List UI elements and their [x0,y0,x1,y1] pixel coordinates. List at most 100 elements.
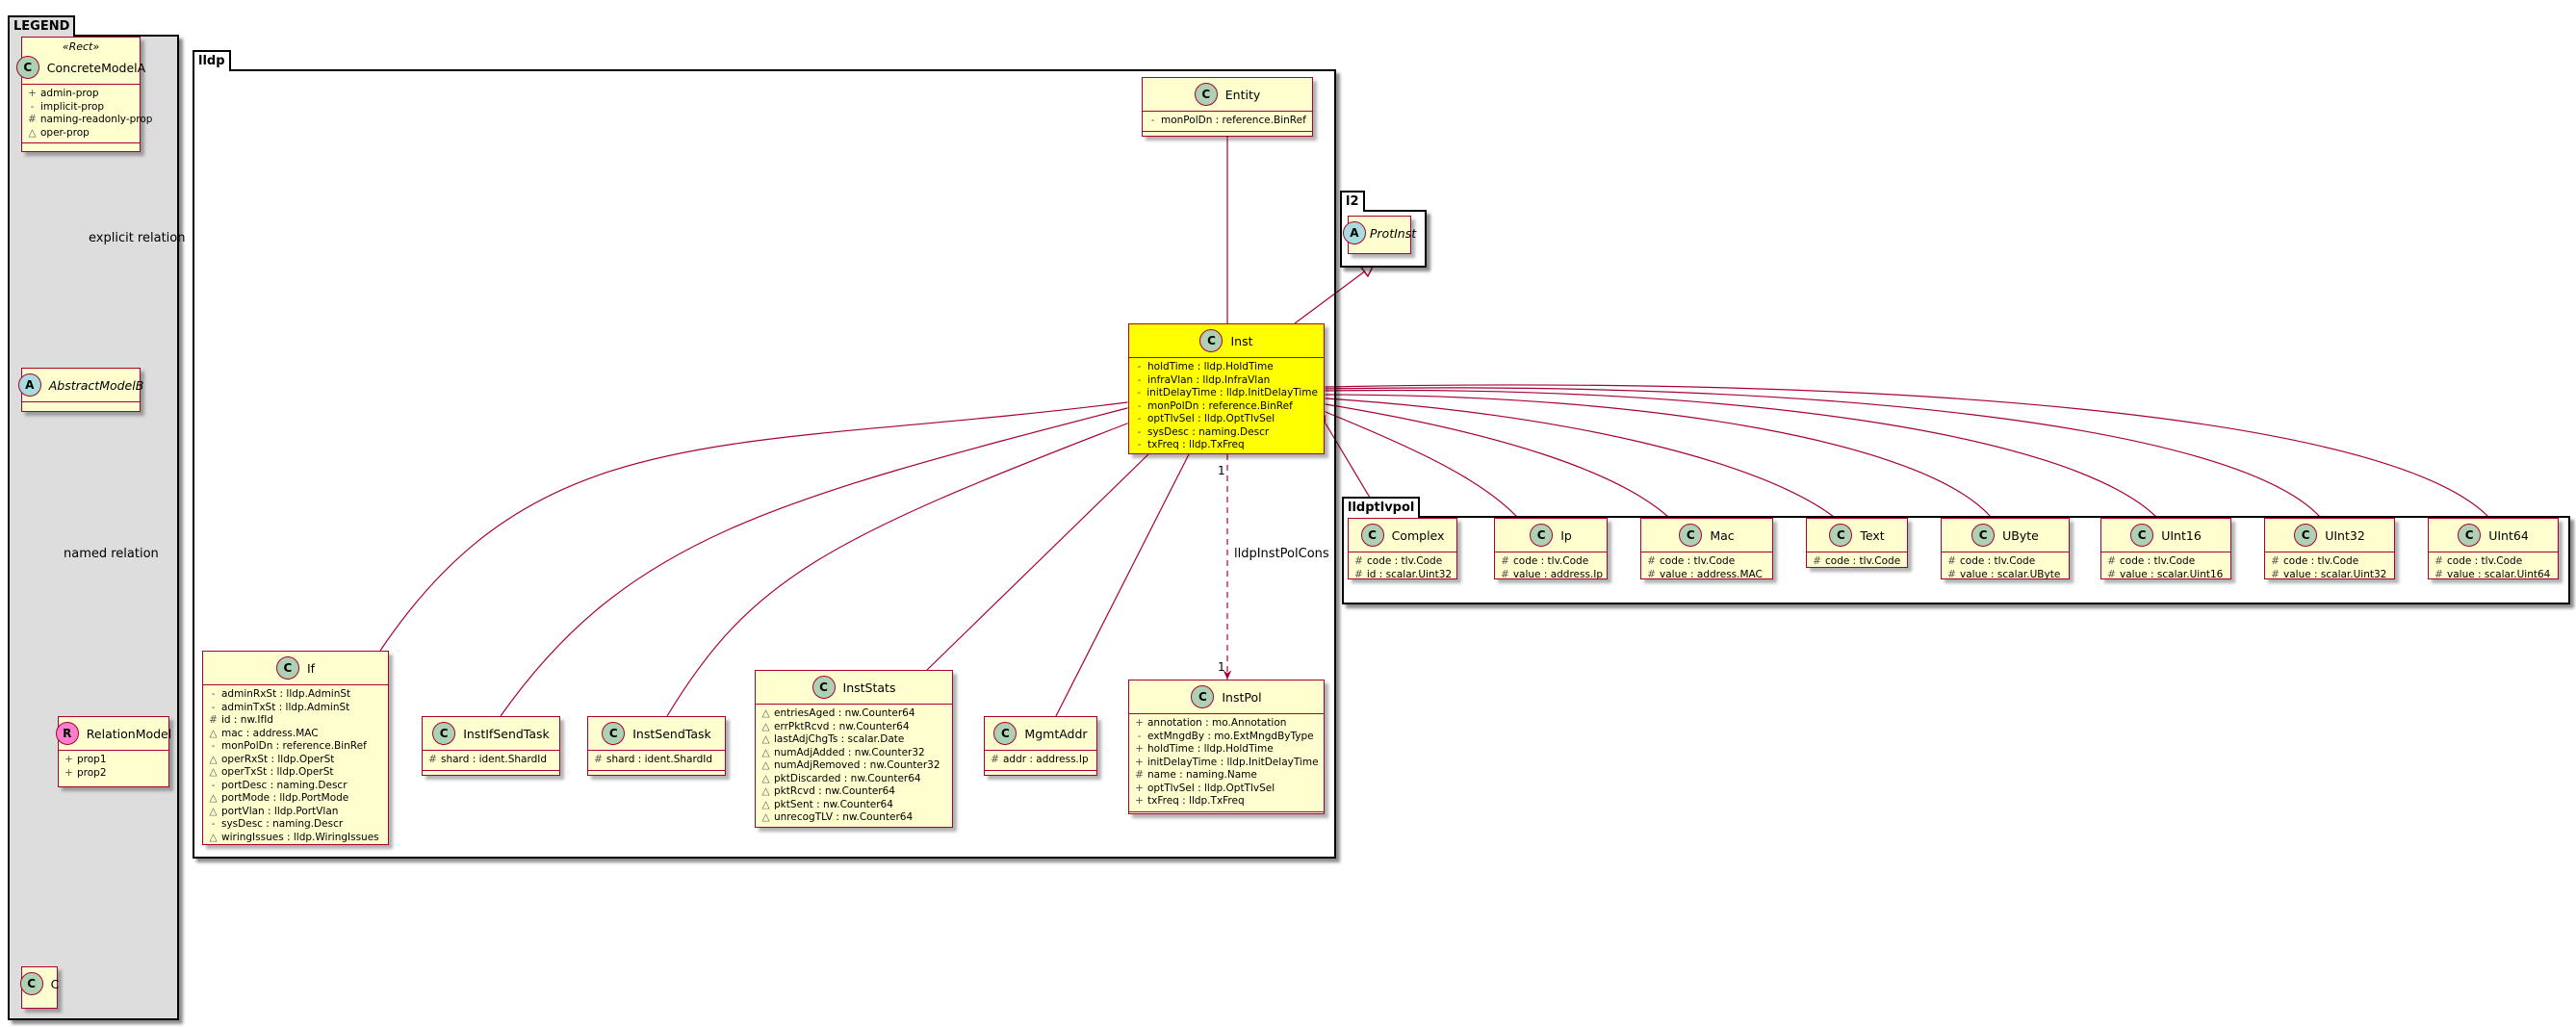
class-attrs: #code : tlv.Code #id : scalar.Uint32 [1349,552,1456,584]
class-mgmtaddr[interactable]: C MgmtAddr #addr : address.Ip [984,716,1097,776]
class-inststats[interactable]: C InstStats △entriesAged : nw.Counter64 … [755,670,953,828]
class-c-icon: C [2294,524,2318,547]
class-name: InstPol [1222,689,1262,705]
relation-mult-src: 1 [1218,464,1225,477]
inst-inststats-link [926,444,1159,671]
inst-mac-link [1311,398,1669,518]
class-inst[interactable]: C Inst -holdTime : lldp.HoldTime -infraV… [1128,323,1325,454]
legend-package: LEGEND [8,15,179,1020]
class-attrs: -monPolDn : reference.BinRef [1143,111,1312,131]
class-abstractmodelb[interactable]: A AbstractModelB [17,368,144,412]
relation-label: lldpInstPolCons [1234,547,1329,561]
class-c-icon: C [1199,329,1224,352]
class-c-icon: C [2130,524,2154,547]
class-attrs: #shard : ident.ShardId [588,750,725,770]
class-instpol[interactable]: C InstPol +annotation : mo.Annotation -e… [1128,680,1325,814]
lldp-package: lldp [193,50,1336,859]
class-name: UInt16 [2161,527,2202,543]
class-name: MgmtAddr [1024,726,1088,741]
class-c-icon: C [15,56,39,79]
class-attrs: +admin-prop -implicit-prop #naming-reado… [22,84,152,142]
class-name: UByte [2002,527,2039,543]
class-c-icon: C [1530,524,1554,547]
inst-instifsendtask-link [500,402,1142,717]
class-c-icon: C [275,656,299,680]
class-attrs: #code : tlv.Code #value : address.Ip [1495,552,1607,584]
class-c-icon: C [1971,524,1996,547]
class-instsendtask[interactable]: C InstSendTask #shard : ident.ShardId [587,716,726,776]
inst-mgmtaddr-link [1055,441,1197,717]
l2-package-title: l2 [1340,191,1365,212]
class-attrs: #addr : address.Ip [985,750,1096,770]
class-a-icon: A [17,373,41,397]
class-name: InstIfSendTask [463,726,550,741]
lldptlvpol-package: lldptlvpol [1342,497,2570,604]
inst-uint32-link [1311,384,2321,518]
class-c-icon: C [1679,524,1703,547]
class-c-icon: C [1191,685,1215,708]
class-attrs: #code : tlv.Code [1807,552,1907,572]
lldptlvpol-package-title: lldptlvpol [1342,497,1421,518]
class-name: ConcreteModelA [46,60,146,75]
class-attrs: #code : tlv.Code #value : scalar.Uint16 [2101,552,2230,584]
inst-ubyte-link [1311,390,1992,518]
class-c-icon: C [432,722,456,745]
class-name: Text [1860,527,1885,543]
class-attrs: -adminRxSt : lldp.AdminSt -adminTxSt : l… [203,684,388,847]
class-name: InstStats [842,680,896,695]
class-name: UInt32 [2325,527,2365,543]
class-name: ProtInst [1369,225,1417,241]
class-c-icon: C [19,972,43,995]
class-attrs: #code : tlv.Code #value : address.MAC [1641,552,1772,584]
class-attrs: △entriesAged : nw.Counter64 △errPktRcvd … [756,704,952,828]
class-name: If [306,660,316,676]
explicit-relation-label: explicit relation [89,231,186,245]
class-name: RelationModel [86,726,172,741]
class-c-icon: C [1829,524,1853,547]
class-name: InstSendTask [632,726,711,741]
class-attrs: #code : tlv.Code #value : scalar.UByte [1942,552,2069,584]
class-concretemodela[interactable]: «Rect» C ConcreteModelA +admin-prop -imp… [15,37,152,152]
class-attrs: +annotation : mo.Annotation -extMngdBy :… [1129,713,1324,811]
class-relationmodel[interactable]: R RelationModel +prop1 +prop2 [55,716,172,787]
class-c-icon: C [1194,83,1218,106]
class-attrs: #code : tlv.Code #value : scalar.Uint64 [2429,552,2558,584]
lldp-package-title: lldp [193,50,231,71]
named-relation-label: named relation [64,547,159,561]
class-name: Mac [1710,527,1735,543]
legend-package-title: LEGEND [8,15,76,37]
class-name: Entity [1224,87,1261,102]
class-attrs: -holdTime : lldp.HoldTime -infraVlan : l… [1129,357,1324,455]
stereotype-label: «Rect» [62,40,100,53]
class-name: AbstractModelB [48,377,144,393]
class-c-icon: C [993,722,1018,745]
inst-uint16-link [1311,386,2157,518]
inst-uint64-link [1311,382,2489,518]
class-instifsendtask[interactable]: C InstIfSendTask #shard : ident.ShardId [422,716,560,776]
class-name: Complex [1391,527,1445,543]
class-c[interactable]: C C [19,966,60,1009]
class-c-icon: C [1360,524,1384,547]
class-c-icon: C [2458,524,2482,547]
class-r-icon: R [55,722,79,745]
class-if[interactable]: C If -adminRxSt : lldp.AdminSt -adminTxS… [202,651,389,845]
class-c-icon: C [602,722,626,745]
class-attrs: #shard : ident.ShardId [423,750,559,770]
class-attrs: +prop1 +prop2 [59,750,168,783]
class-entity[interactable]: C Entity -monPolDn : reference.BinRef [1142,77,1313,137]
class-name: C [50,976,60,991]
class-a-icon: A [1342,221,1366,244]
inst-ip-link [1312,405,1518,518]
class-protinst[interactable]: A ProtInst [1342,216,1416,254]
class-attrs: #code : tlv.Code #value : scalar.Uint32 [2265,552,2394,584]
class-name: UInt64 [2488,527,2529,543]
